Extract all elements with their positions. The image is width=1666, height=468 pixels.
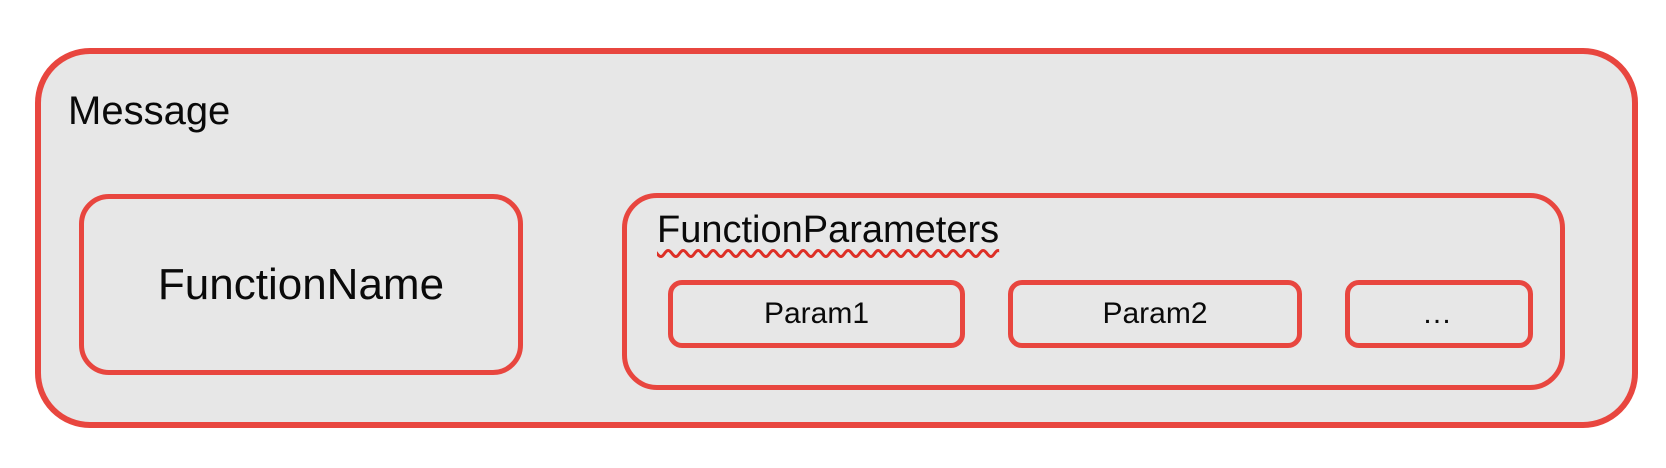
- function-name-label: FunctionName: [157, 259, 445, 309]
- message-box: Message FunctionName FunctionParameters …: [35, 48, 1638, 428]
- function-name-box: FunctionName: [79, 194, 523, 375]
- function-parameters-label: FunctionParameters: [657, 209, 1000, 251]
- param-2-box: Param2: [1008, 280, 1302, 348]
- message-label: Message: [68, 89, 231, 133]
- function-parameters-box: FunctionParameters Param1 Param2 …: [622, 193, 1565, 390]
- param-ellipsis-box: …: [1345, 280, 1533, 348]
- param-1-box: Param1: [668, 280, 965, 348]
